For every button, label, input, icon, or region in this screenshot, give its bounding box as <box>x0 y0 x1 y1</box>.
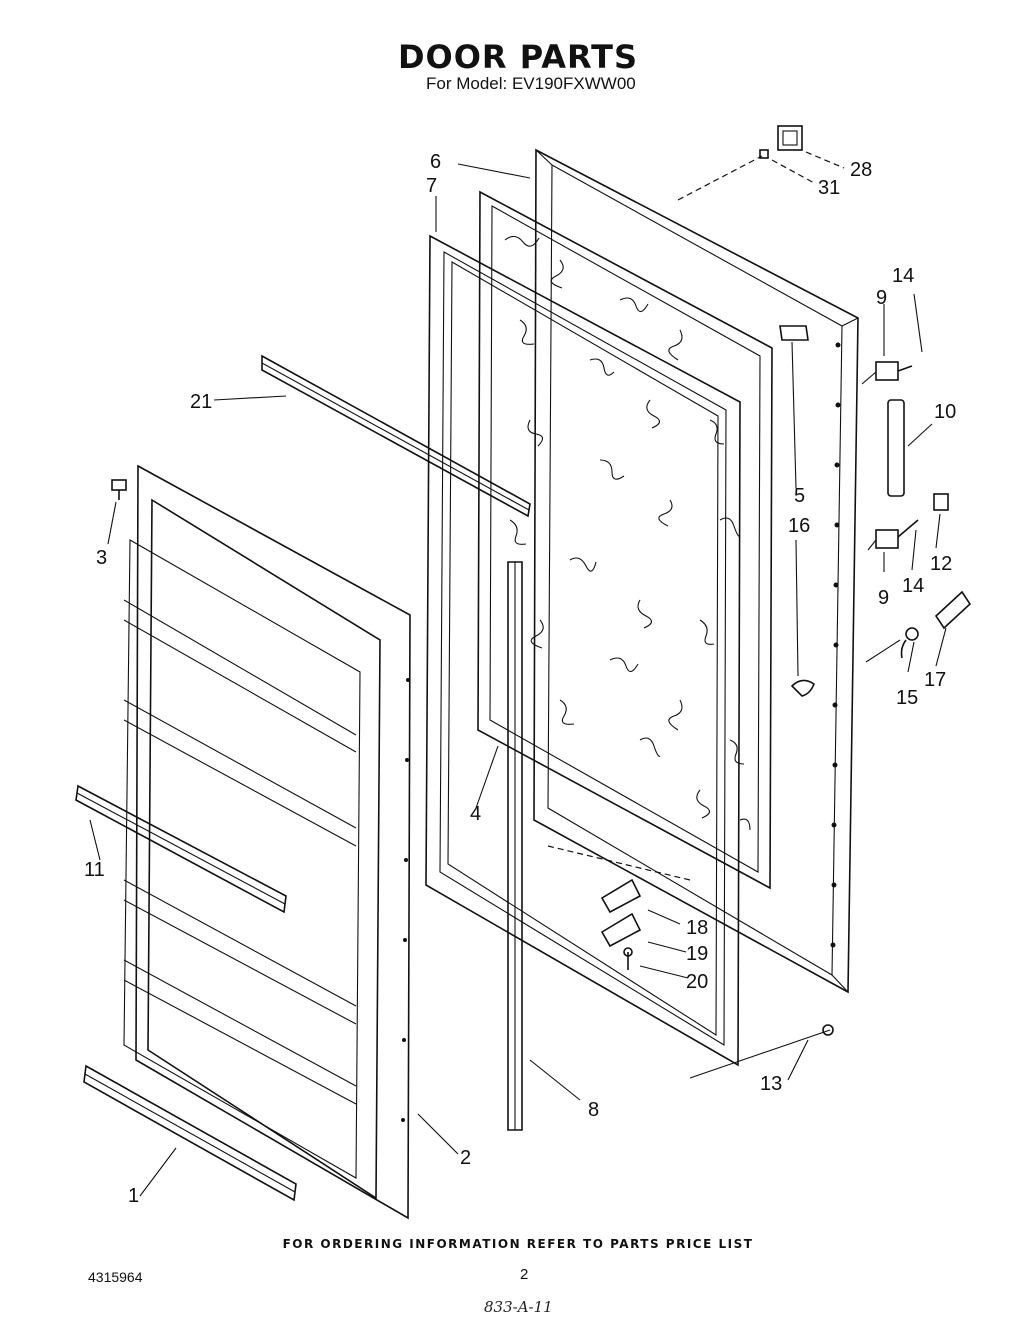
callout-5: 5 <box>794 485 805 507</box>
hinge-bottom <box>875 519 919 549</box>
callout-2: 2 <box>460 1147 471 1169</box>
callout-12: 12 <box>930 553 952 575</box>
breaker-strip-top <box>261 354 531 518</box>
outer-door-panel <box>533 148 859 994</box>
ordering-info-note: FOR ORDERING INFORMATION REFER TO PARTS … <box>282 1237 754 1251</box>
document-number: 4315964 <box>88 1269 143 1285</box>
callout-8: 8 <box>588 1099 599 1121</box>
callout-9-bottom: 9 <box>878 587 889 609</box>
callout-14-bottom: 14 <box>902 575 924 597</box>
door-stop <box>822 1024 834 1036</box>
callout-10: 10 <box>934 401 956 423</box>
callout-11: 11 <box>84 859 105 881</box>
breaker-strip-vertical <box>507 561 523 1131</box>
callout-31: 31 <box>818 177 840 199</box>
inner-door-liner <box>123 464 411 1220</box>
hinge-top <box>875 361 913 381</box>
callout-3: 3 <box>96 547 107 569</box>
callout-4: 4 <box>470 803 481 825</box>
bottom-shelf <box>83 1064 297 1202</box>
callout-20: 20 <box>686 971 708 993</box>
callout-6: 6 <box>430 151 441 173</box>
page-title: DOOR PARTS <box>397 38 639 76</box>
callout-7: 7 <box>426 175 437 197</box>
callout-9-top: 9 <box>876 287 887 309</box>
callout-1: 1 <box>128 1185 139 1207</box>
callout-15: 15 <box>896 687 918 709</box>
insulation-panel <box>477 190 773 890</box>
handle-assembly <box>900 590 972 659</box>
callout-16: 16 <box>788 515 810 537</box>
callout-19: 19 <box>686 943 708 965</box>
screw-part <box>111 479 127 500</box>
callout-18: 18 <box>686 917 708 939</box>
leader-lines <box>89 151 947 1197</box>
model-subtitle: For Model: EV190FXWW00 <box>426 74 636 93</box>
callout-labels: 1 2 3 4 5 6 7 8 9 9 10 11 12 13 14 14 15… <box>84 151 956 1207</box>
door-liner-frame <box>425 234 741 1067</box>
gasket-retainer-clip <box>600 878 642 970</box>
page-number: 2 <box>520 1266 529 1283</box>
hinge-pin <box>887 399 905 497</box>
hinge-plug <box>933 493 949 511</box>
callout-21: 21 <box>190 391 212 413</box>
shelf-bar <box>75 784 287 914</box>
latch-clip-5 <box>779 325 809 341</box>
callout-17: 17 <box>924 669 946 691</box>
handwritten-note: 833-A-11 <box>484 1298 553 1316</box>
latch-clip-16 <box>790 679 815 697</box>
callout-14-top: 14 <box>892 265 914 287</box>
callout-13: 13 <box>760 1073 782 1095</box>
callout-28: 28 <box>850 159 872 181</box>
top-cap <box>759 125 803 159</box>
